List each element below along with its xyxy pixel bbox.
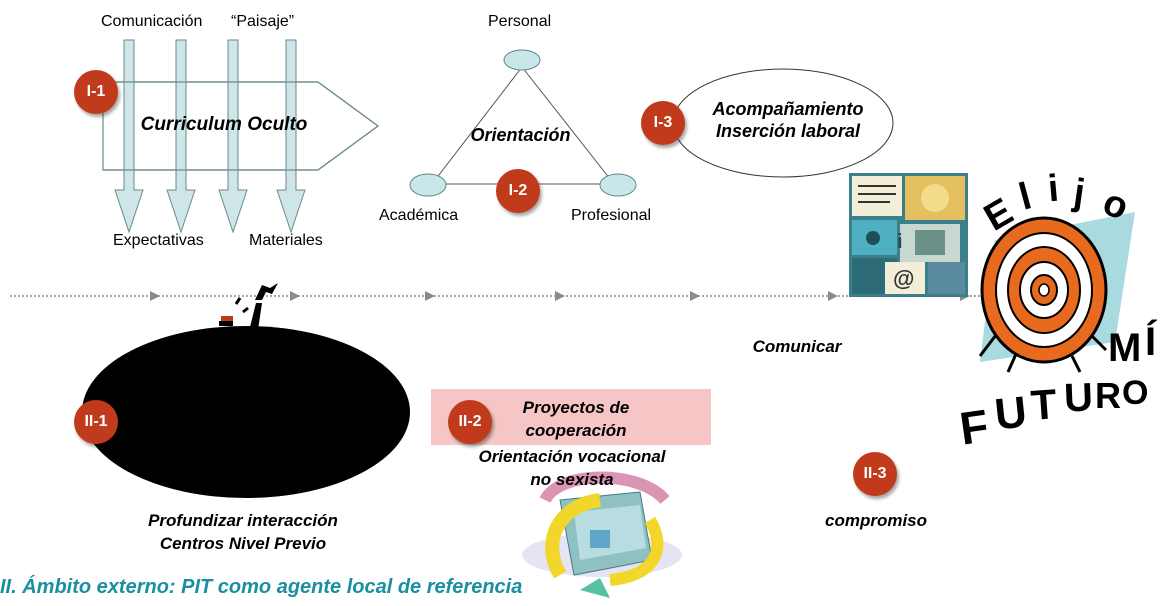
label-profesional: Profesional: [571, 207, 652, 224]
label-materiales: Materiales: [249, 232, 323, 249]
badge-ii1: II-1: [74, 400, 118, 444]
svg-text:@: @: [893, 266, 914, 291]
down-arrow-2: [166, 39, 196, 234]
comunicar-label: Comunicar: [752, 337, 842, 356]
logo-mi-m: M: [1108, 326, 1142, 370]
profundizar-line2: Centros Nivel Previo: [159, 534, 327, 553]
badge-i2: I-2: [496, 169, 540, 213]
orientation-triangle: [409, 49, 637, 197]
acompanamiento-line2: Inserción laboral: [715, 121, 861, 141]
label-personal: Personal: [488, 13, 552, 30]
footer-title: II. Ámbito externo: PIT como agente loca…: [0, 576, 523, 598]
logo-mi-i: Í: [1145, 320, 1157, 364]
logo-futuro-o: O: [1122, 374, 1149, 412]
proyectos-line2: cooperación: [525, 421, 627, 440]
timeline: [10, 291, 980, 301]
orientacion-label: Orientación: [470, 125, 571, 145]
node-academica: [409, 173, 447, 197]
label-comunicacion: Comunicación: [101, 13, 203, 30]
down-arrow-3: [218, 39, 248, 234]
abstract-clipart: [522, 471, 682, 598]
logo-futuro-t: T: [1029, 380, 1059, 429]
badge-i1: I-1: [74, 70, 118, 114]
badge-i3: I-3: [641, 101, 685, 145]
down-arrow-1: [114, 39, 144, 234]
orientacion-vocacional-line1: Orientación vocacional: [478, 447, 666, 466]
orientacion-vocacional-line2: no sexista: [530, 470, 614, 489]
logo-futuro-r: R: [1095, 375, 1121, 416]
proyectos-line1: Proyectos de: [522, 398, 630, 417]
acompanamiento-line1: Acompañamiento: [712, 99, 864, 119]
label-expectativas: Expectativas: [113, 232, 204, 249]
down-arrow-4: [276, 39, 306, 234]
profundizar-line1: Profundizar interacción: [148, 511, 338, 530]
black-ellipse: [82, 326, 410, 498]
badge-ii3: II-3: [853, 452, 897, 496]
logo-futuro-u1: U: [992, 387, 1030, 440]
communication-collage: i @: [849, 173, 968, 297]
flag-figure: [219, 283, 278, 334]
compromiso-label: compromiso: [824, 511, 928, 530]
logo-futuro-u2: U: [1063, 375, 1094, 421]
label-paisaje: “Paisaje”: [231, 13, 295, 30]
curriculum-oculto-label: Curriculum Oculto: [140, 114, 308, 135]
curriculum-arrows: [102, 39, 380, 234]
elijo-logo-graphic: [978, 212, 1135, 373]
label-academica: Académica: [379, 207, 459, 224]
node-personal: [503, 49, 541, 71]
node-profesional: [599, 173, 637, 197]
badge-ii2: II-2: [448, 400, 492, 444]
svg-text:i: i: [897, 231, 903, 253]
